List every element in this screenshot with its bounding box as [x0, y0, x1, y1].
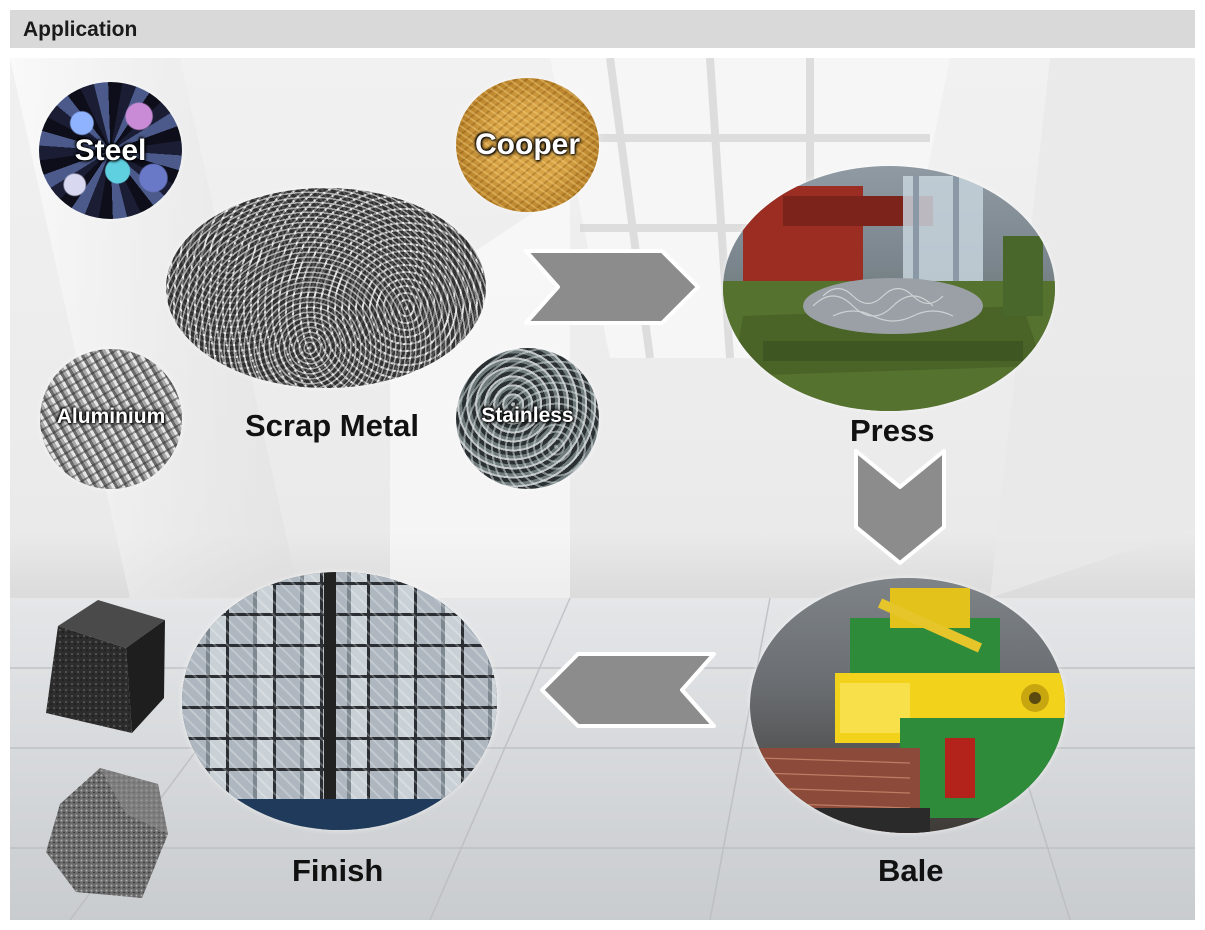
diagram-canvas: Steel Cooper Scrap Metal Aluminium Stain… — [10, 58, 1195, 920]
arrow-left-icon — [540, 652, 716, 728]
bale-block-octagon — [46, 768, 168, 898]
step-label-scrap-metal: Scrap Metal — [245, 408, 420, 443]
bale-block-cube — [46, 600, 165, 733]
aluminium-label: Aluminium — [56, 405, 166, 428]
copper-label: Cooper — [475, 128, 580, 161]
press-machine-drawing — [723, 176, 1055, 411]
baler-drawing — [750, 588, 1065, 833]
stainless-label: Stainless — [481, 404, 574, 427]
finished-bales-photo — [182, 572, 497, 830]
steel-label: Steel — [74, 134, 147, 167]
steel-scrap-photo: Steel — [39, 82, 182, 219]
arrow-right-icon — [524, 249, 700, 325]
bale-machine-photo — [750, 578, 1065, 833]
aluminium-scrap-photo: Aluminium — [40, 349, 182, 489]
press-machine-photo — [723, 166, 1055, 411]
scrap-metal-photo — [166, 188, 486, 388]
step-label-press: Press — [850, 413, 935, 448]
arrow-down-icon — [854, 449, 946, 565]
step-label-finish: Finish — [292, 853, 384, 888]
copper-scrap-photo: Cooper — [456, 78, 599, 212]
header-bar: Application — [10, 10, 1195, 48]
step-label-bale: Bale — [878, 853, 944, 888]
page-title: Application — [23, 18, 138, 41]
stainless-scrap-photo: Stainless — [456, 348, 599, 489]
